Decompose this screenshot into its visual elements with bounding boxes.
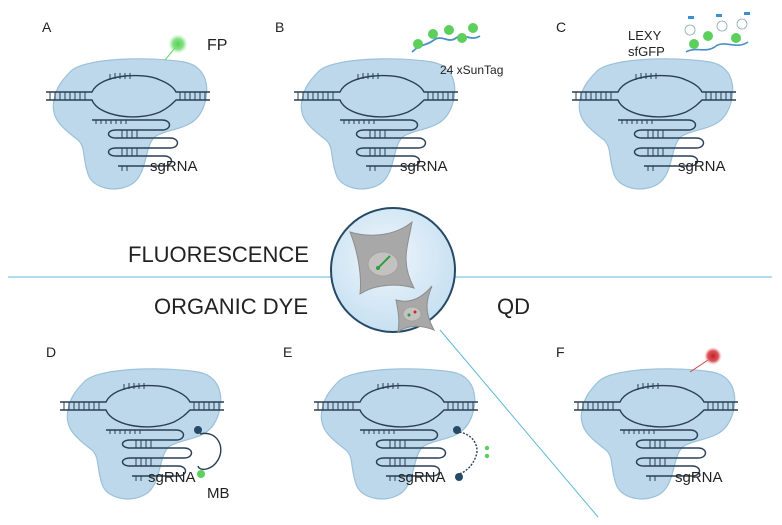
- panel-b: B 24 xSunTag sgRNA: [275, 19, 503, 190]
- panel-label-d: D: [46, 344, 56, 360]
- panel-f: F sgRNA: [556, 344, 739, 500]
- rna-label-a: sgRNA: [150, 158, 198, 175]
- panel-label-b: B: [275, 19, 284, 35]
- lexy-sfgfp-chain: [684, 12, 750, 53]
- rna-label-b: sgRNA: [400, 158, 448, 175]
- panel-a: A FP sgRNA: [42, 19, 227, 190]
- panel-c: C LEXY sfGFP sgRNA: [556, 12, 750, 190]
- category-qd: QD: [497, 294, 530, 319]
- probe-label-mb: MB: [207, 485, 230, 502]
- molecular-beacon: [194, 426, 222, 478]
- rna-label-d: sgRNA: [148, 469, 196, 486]
- probe-label-sfgfp: sfGFP: [628, 44, 665, 59]
- probe-label-fp: FP: [207, 37, 227, 54]
- panel-label-c: C: [556, 19, 566, 35]
- panel-e: E sgRNA: [283, 344, 490, 500]
- panel-label-a: A: [42, 19, 52, 35]
- probe-label-suntag: 24 xSunTag: [440, 63, 503, 77]
- center-cell-circle: [330, 207, 456, 334]
- diagonal-divider: [439, 329, 599, 518]
- rna-label-e: sgRNA: [398, 469, 446, 486]
- category-fluorescence: FLUORESCENCE: [128, 242, 309, 267]
- category-organic-dye: ORGANIC DYE: [154, 294, 308, 319]
- rna-label-f: sgRNA: [675, 469, 723, 486]
- suntag-chain: [411, 23, 481, 53]
- nucleus-small: [402, 306, 422, 322]
- open-beacon: [453, 426, 490, 481]
- rna-label-c: sgRNA: [678, 158, 726, 175]
- quantum-dot-icon: [704, 347, 722, 365]
- fluorescent-protein-icon: [168, 34, 188, 54]
- panel-label-e: E: [283, 344, 292, 360]
- panel-d: D sgRNA MB: [46, 344, 230, 502]
- panel-label-f: F: [556, 344, 565, 360]
- probe-label-lexy: LEXY: [628, 28, 662, 43]
